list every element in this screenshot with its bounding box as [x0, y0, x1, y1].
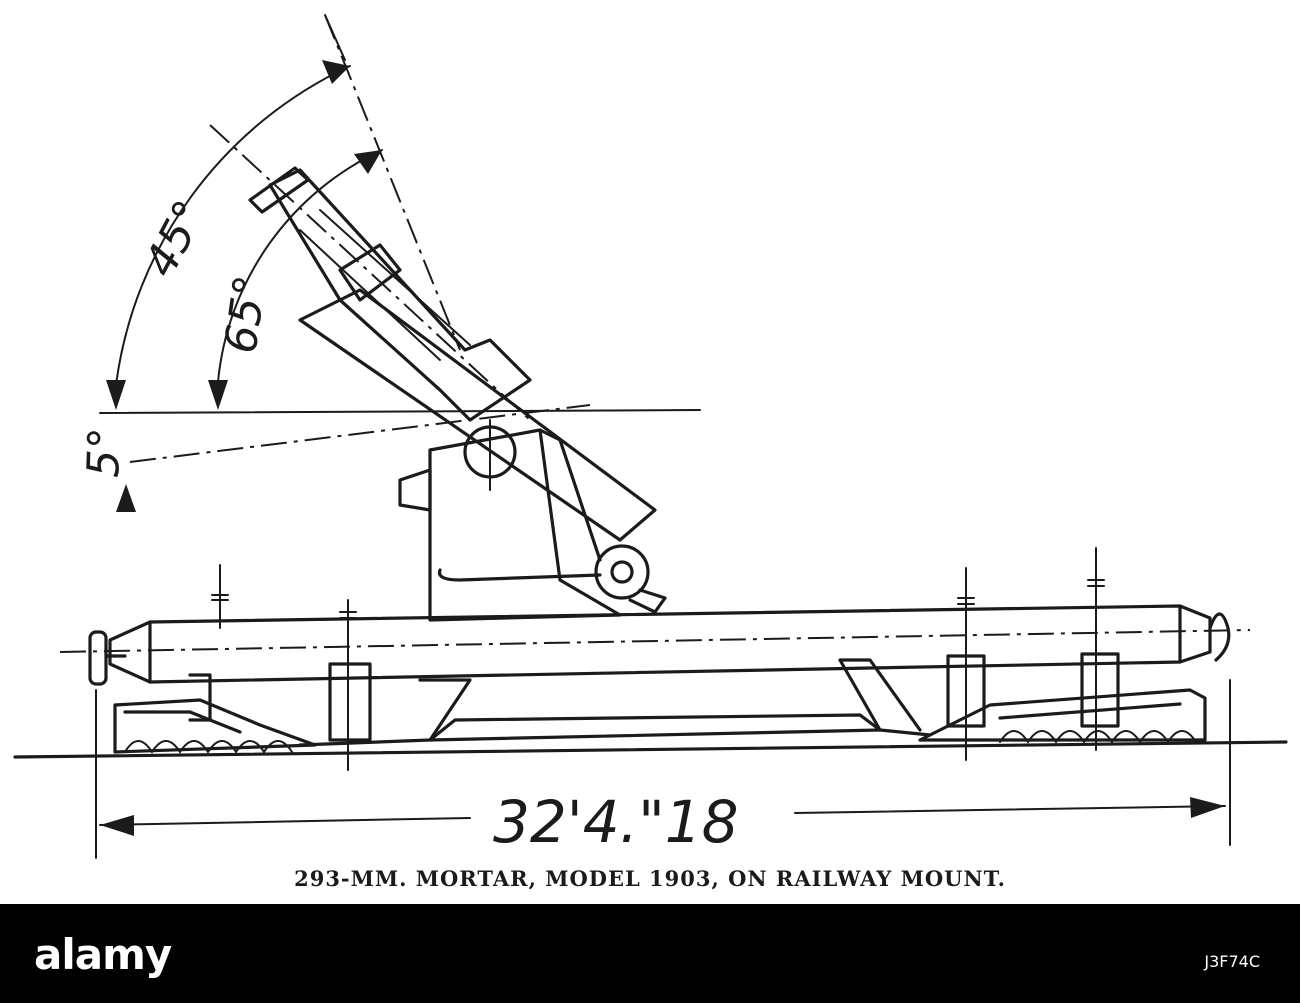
length-dimension — [95, 679, 1231, 859]
alamy-logo: alamy — [34, 930, 172, 979]
figure-caption: 293-MM. MORTAR, MODEL 1903, ON RAILWAY M… — [294, 866, 1006, 891]
angle-5-label: 5° — [78, 427, 131, 479]
length-label: 32'4."18 — [493, 788, 739, 856]
angle-65-label: 65° — [215, 272, 276, 356]
mortar-barrel — [248, 166, 657, 542]
railway-car — [59, 547, 1251, 771]
mortar-pedestal — [398, 428, 667, 622]
image-id: J3F74C — [1204, 952, 1260, 971]
ground-line — [13, 740, 1288, 759]
watermark-bar: alamy J3F74C — [0, 904, 1300, 1003]
elevation-dimensions — [99, 14, 701, 512]
